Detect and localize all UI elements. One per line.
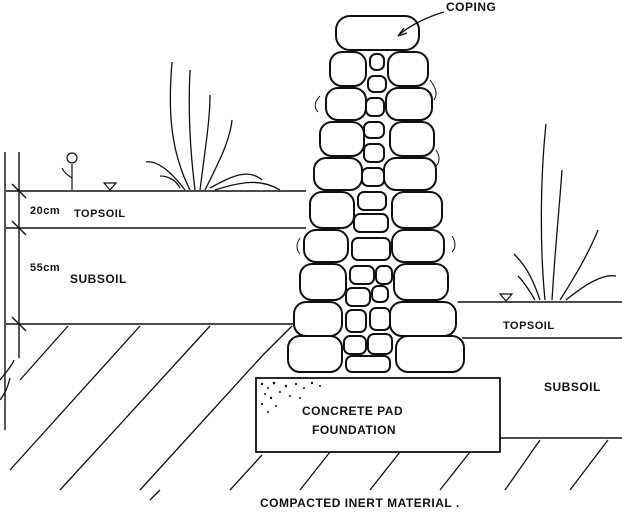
dimension-line [4,152,27,430]
concrete-pad-label: CONCRETE PAD [302,404,404,418]
subsoil-left-label: SUBSOIL [70,272,127,286]
compacted-hatching [9,325,609,501]
compacted-material-label: COMPACTED INERT MATERIAL . [260,496,460,510]
wall-ivy [296,79,456,255]
plant-left [145,61,281,191]
soil-lines [6,190,622,439]
concrete-pad [255,377,501,453]
coping-stone [335,15,420,51]
plant-right [513,123,617,301]
coping-leader [397,11,445,37]
topsoil-left-label: TOPSOIL [74,208,126,220]
subsoil-depth-label: 55cm [30,262,61,274]
foundation-label: FOUNDATION [312,423,397,437]
topsoil-depth-label: 20cm [30,205,61,217]
coping-label: COPING [446,0,497,14]
plant-edge-left [0,359,15,401]
subsoil-right-label: SUBSOIL [544,380,601,394]
topsoil-right-label: TOPSOIL [503,320,555,332]
flower [61,152,78,190]
level-markers [102,182,514,302]
stone-wall [287,15,466,373]
concrete-stipple [260,381,321,413]
